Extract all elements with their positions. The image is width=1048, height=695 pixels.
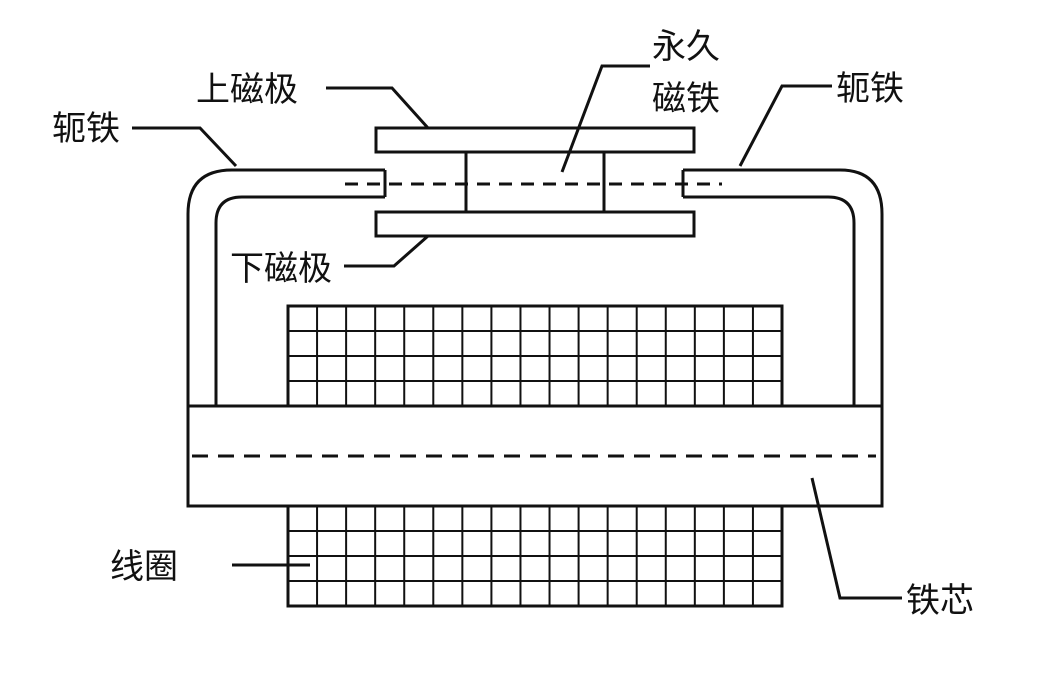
label-upper-pole: 上磁极 <box>196 70 298 110</box>
permanent-magnet <box>464 150 606 214</box>
yoke-right-outer <box>683 168 884 406</box>
label-yoke-right: 轭铁 <box>836 69 904 109</box>
coil-upper-winding <box>286 304 784 408</box>
yoke-left-outer <box>186 168 385 406</box>
yoke-left-inner <box>214 195 385 406</box>
label-permanent-magnet-line1: 永久 <box>652 27 720 67</box>
label-coil: 线圈 <box>110 547 178 587</box>
leader-lower-pole <box>344 234 429 268</box>
yoke-right-inner <box>683 195 856 406</box>
leader-yoke-left <box>132 126 238 168</box>
label-permanent-magnet-line2: 磁铁 <box>652 79 720 119</box>
leader-upper-pole <box>326 86 430 130</box>
upper-pole-plate <box>374 126 696 154</box>
label-yoke-left: 轭铁 <box>52 109 120 149</box>
coil-lower-winding <box>286 504 784 608</box>
leader-permanent-magnet <box>560 64 650 173</box>
leader-yoke-right <box>738 84 832 167</box>
label-lower-pole: 下磁极 <box>230 249 332 289</box>
lower-pole-plate <box>374 210 696 238</box>
leader-iron-core <box>810 477 902 600</box>
label-iron-core: 铁芯 <box>906 581 974 621</box>
